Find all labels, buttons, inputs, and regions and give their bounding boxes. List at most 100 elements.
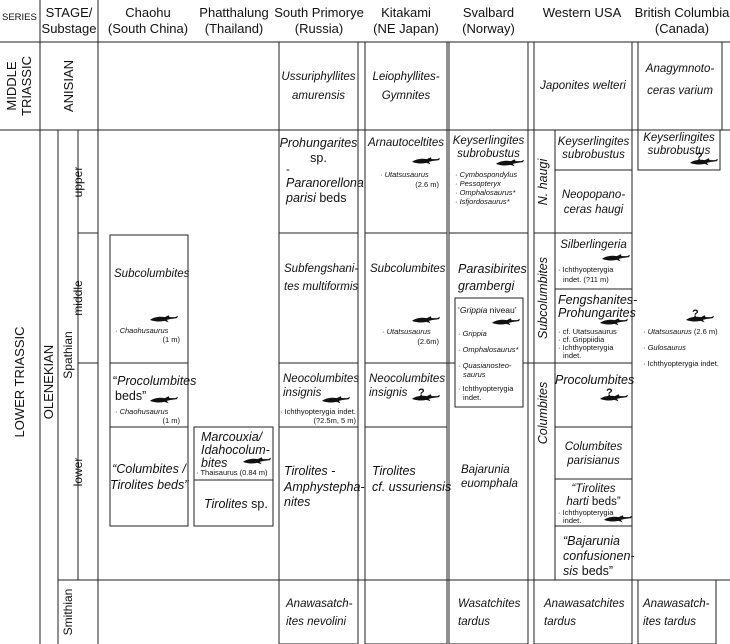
taxon-ichthyopterygia: · Ichthyopterygia indet.: [280, 407, 356, 416]
taxon-indet: indet.: [463, 393, 482, 402]
zone-suffix: beds”: [578, 564, 614, 578]
zone-japonites-welteri: Japonites welteri: [540, 80, 626, 92]
zone-fengshanites: Fengshanites-: [558, 293, 638, 307]
zone-name: Procolumbites: [117, 374, 197, 388]
zone-columbites: Columbites: [564, 441, 623, 453]
zone-multiformis: tes multiformis: [284, 281, 359, 293]
ichthyosaur-icon: [243, 456, 271, 466]
zone-columbites-tirolites-2: Tirolites beds”: [110, 478, 189, 492]
zone-name: sis: [563, 564, 579, 578]
taxon-ichthyopterygia: · Ichthyopterygia: [558, 343, 614, 352]
zone-tirolites-amphystephanites: Tirolites -: [284, 464, 336, 478]
stage-header: STAGE/: [45, 5, 93, 20]
zone-tardus: ites tardus: [643, 616, 697, 628]
bullet: ·: [643, 327, 648, 336]
ichthyosaur-icon: [412, 315, 440, 325]
zone-leiophyllites: Leiophyllites-: [372, 71, 440, 83]
zone-tirolites-harti: “Tirolites: [571, 483, 616, 495]
taxon-cf-utatsusaurus: · cf. Utatsusaurus: [558, 327, 617, 336]
zone-haugi: ceras haugi: [563, 204, 624, 216]
zone-silberlingeria: Silberlingeria: [560, 239, 627, 251]
body-size: (1 m): [162, 416, 181, 425]
question-ichthyosaur-icon: ?: [600, 387, 628, 403]
zone-parisi-beds: parisi beds: [286, 191, 346, 205]
zone-suffix: beds”: [588, 496, 621, 508]
zone-subrobustus: subrobustus: [457, 148, 520, 160]
zone-amurensis: amurensis: [291, 90, 346, 102]
zone-tirolites: Tirolites: [372, 464, 416, 478]
taxon-indet: indet.: [563, 516, 582, 525]
stage-anisian: ANISIAN: [61, 60, 76, 113]
zone-bites: bites: [201, 456, 228, 470]
zone-keyserlingites: Keyserlingites: [643, 132, 715, 144]
taxon-indet-size: indet. (?11 m): [563, 275, 609, 284]
zone-anawasatchites: Anawasatchites: [544, 598, 625, 610]
zone-amphystepha: Amphystepha-: [284, 480, 365, 494]
zone-name: Tirolites: [204, 497, 248, 511]
taxon-ichthyopterygia: · Ichthyopterygia: [558, 508, 614, 517]
taxon-utatsusaurus: · Utatsusaurus: [382, 327, 431, 336]
zone-anagymnotoceras: Anagymnoto-: [645, 63, 715, 75]
zone-beds-suffix: beds”: [115, 389, 147, 403]
substage-smithian: Smithian: [61, 588, 75, 636]
zone-insignis: insignis: [369, 387, 408, 399]
taxon-omphalosaurus: · Omphalosaurus*: [458, 345, 519, 354]
zone-neopopanoceras: Neopopano-: [561, 189, 626, 201]
ichthyosaur-icon: [492, 317, 520, 327]
column-header-chaohu: Chaohu: [125, 5, 171, 20]
taxon-chaohusaurus: · Chaohusaurus: [115, 407, 169, 416]
taxon-quasianosteosaurus-2: saurus: [463, 370, 486, 379]
label-middle: MIDDLE: [4, 61, 19, 111]
substage-middle: middle: [71, 280, 85, 316]
zone-beds: sis beds”: [563, 564, 613, 578]
zone-ussuriphyllites: Ussuriphyllites: [281, 71, 356, 83]
ichthyosaur-icon: [600, 317, 628, 327]
substage-upper: upper: [71, 166, 85, 198]
zone-neocolumbites: Neocolumbites: [369, 373, 446, 385]
column-region-south-primorye: (Russia): [294, 21, 344, 36]
taxon-cf-grippiidia: · cf. Grippiidia: [558, 335, 605, 344]
ichthyosaur-icon: [602, 253, 630, 263]
column-region-phatthalung: (Thailand): [204, 21, 264, 36]
zone-subfengshanites: Subfengshani-: [284, 263, 359, 275]
zone-neocolumbites: Neocolumbites: [283, 373, 360, 385]
ichthyosaur-icon: [322, 395, 350, 405]
taxon-cymbospondylus: · Cymbospondylus: [455, 170, 518, 179]
niveau-suffix: niveau’: [487, 305, 517, 315]
ichthyosaur-icon: [150, 395, 178, 405]
taxon-indet: indet.: [563, 351, 582, 360]
column-region-svalbard: (Norway): [462, 21, 515, 36]
series-lower-triassic: LOWER TRIASSIC: [12, 326, 27, 438]
ichthyosaur-icon: [604, 514, 632, 524]
substage-header: Substage: [41, 21, 97, 36]
series-header: SERIES: [2, 12, 37, 23]
zone-name: harti: [566, 496, 589, 508]
zone-qualifier: sp.: [247, 497, 268, 511]
ichthyosaur-icon: [496, 158, 524, 168]
body-size: (2.6 m): [691, 327, 718, 336]
taxon-utatsusaurus: · Utatsusaurus (2.6 m): [643, 327, 718, 337]
question-ichthyosaur-icon: ?: [412, 387, 440, 403]
zone-subrobustus: subrobustus: [562, 149, 625, 161]
zone-parisianus: parisianus: [567, 455, 620, 467]
zone-ussuriensis: cf. ussuriensis: [372, 480, 452, 494]
zone-columbites-tirolites: “Columbites /: [112, 462, 186, 476]
taxon-ichthyopterygia: · Ichthyopterygia: [458, 384, 514, 393]
taxon-thaisaurus: · Thaisaurus (0.84 m): [196, 468, 268, 477]
zone-wasatchites: Wasatchites: [458, 598, 521, 610]
label-triassic: TRIASSIC: [19, 56, 34, 116]
stage-olenekian: OLENEKIAN: [41, 344, 56, 420]
zone-arnautoceltites: Arnautoceltites: [367, 137, 445, 149]
zone-nevolini: ites nevolini: [286, 616, 347, 628]
taxon-ichthyopterygia: · Ichthyopterygia indet.: [643, 359, 719, 368]
zone-confusionensis: confusionen-: [563, 549, 635, 563]
question-ichthyosaur-icon: ?: [690, 151, 718, 167]
column-region-chaohu: (South China): [107, 21, 189, 36]
grippia-niveau-label: ‘Grippia niveau’: [458, 306, 517, 315]
zone-keyserlingites: Keyserlingites: [557, 136, 630, 148]
column-region-kitakami: (NE Japan): [373, 21, 439, 36]
zone-columbites: Columbites: [536, 381, 550, 445]
taxon-chaohusaurus: · Chaohusaurus: [115, 326, 169, 335]
zone-subcolumbites: Subcolumbites: [114, 268, 190, 280]
